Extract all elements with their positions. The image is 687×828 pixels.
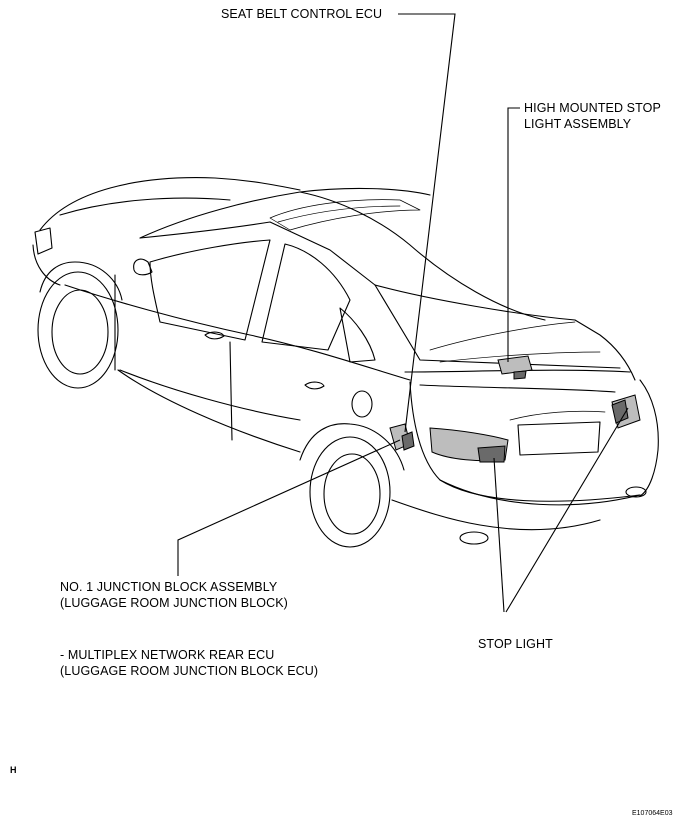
figure-code: E107064E03	[632, 810, 673, 817]
section-marker: H	[10, 765, 17, 775]
label-stop-light: STOP LIGHT	[478, 637, 553, 651]
label-junction-block-line2: (LUGGAGE ROOM JUNCTION BLOCK)	[60, 596, 288, 610]
leader-lines	[177, 13, 629, 613]
label-seat-belt-control-ecu: SEAT BELT CONTROL ECU	[221, 7, 383, 21]
label-multiplex-line1: - MULTIPLEX NETWORK REAR ECU	[60, 648, 275, 662]
label-multiplex-line2: (LUGGAGE ROOM JUNCTION BLOCK ECU)	[60, 664, 319, 678]
label-high-mounted-stop-line2: LIGHT ASSEMBLY	[524, 117, 632, 131]
taillight-right	[611, 394, 641, 429]
taillight-left	[429, 427, 509, 463]
high-mounted-stop-light	[497, 355, 533, 380]
junction-block	[389, 423, 415, 451]
label-high-mounted-stop-line1: HIGH MOUNTED STOP	[524, 101, 661, 115]
car-body	[32, 177, 659, 548]
label-junction-block-line1: NO. 1 JUNCTION BLOCK ASSEMBLY	[60, 580, 278, 594]
